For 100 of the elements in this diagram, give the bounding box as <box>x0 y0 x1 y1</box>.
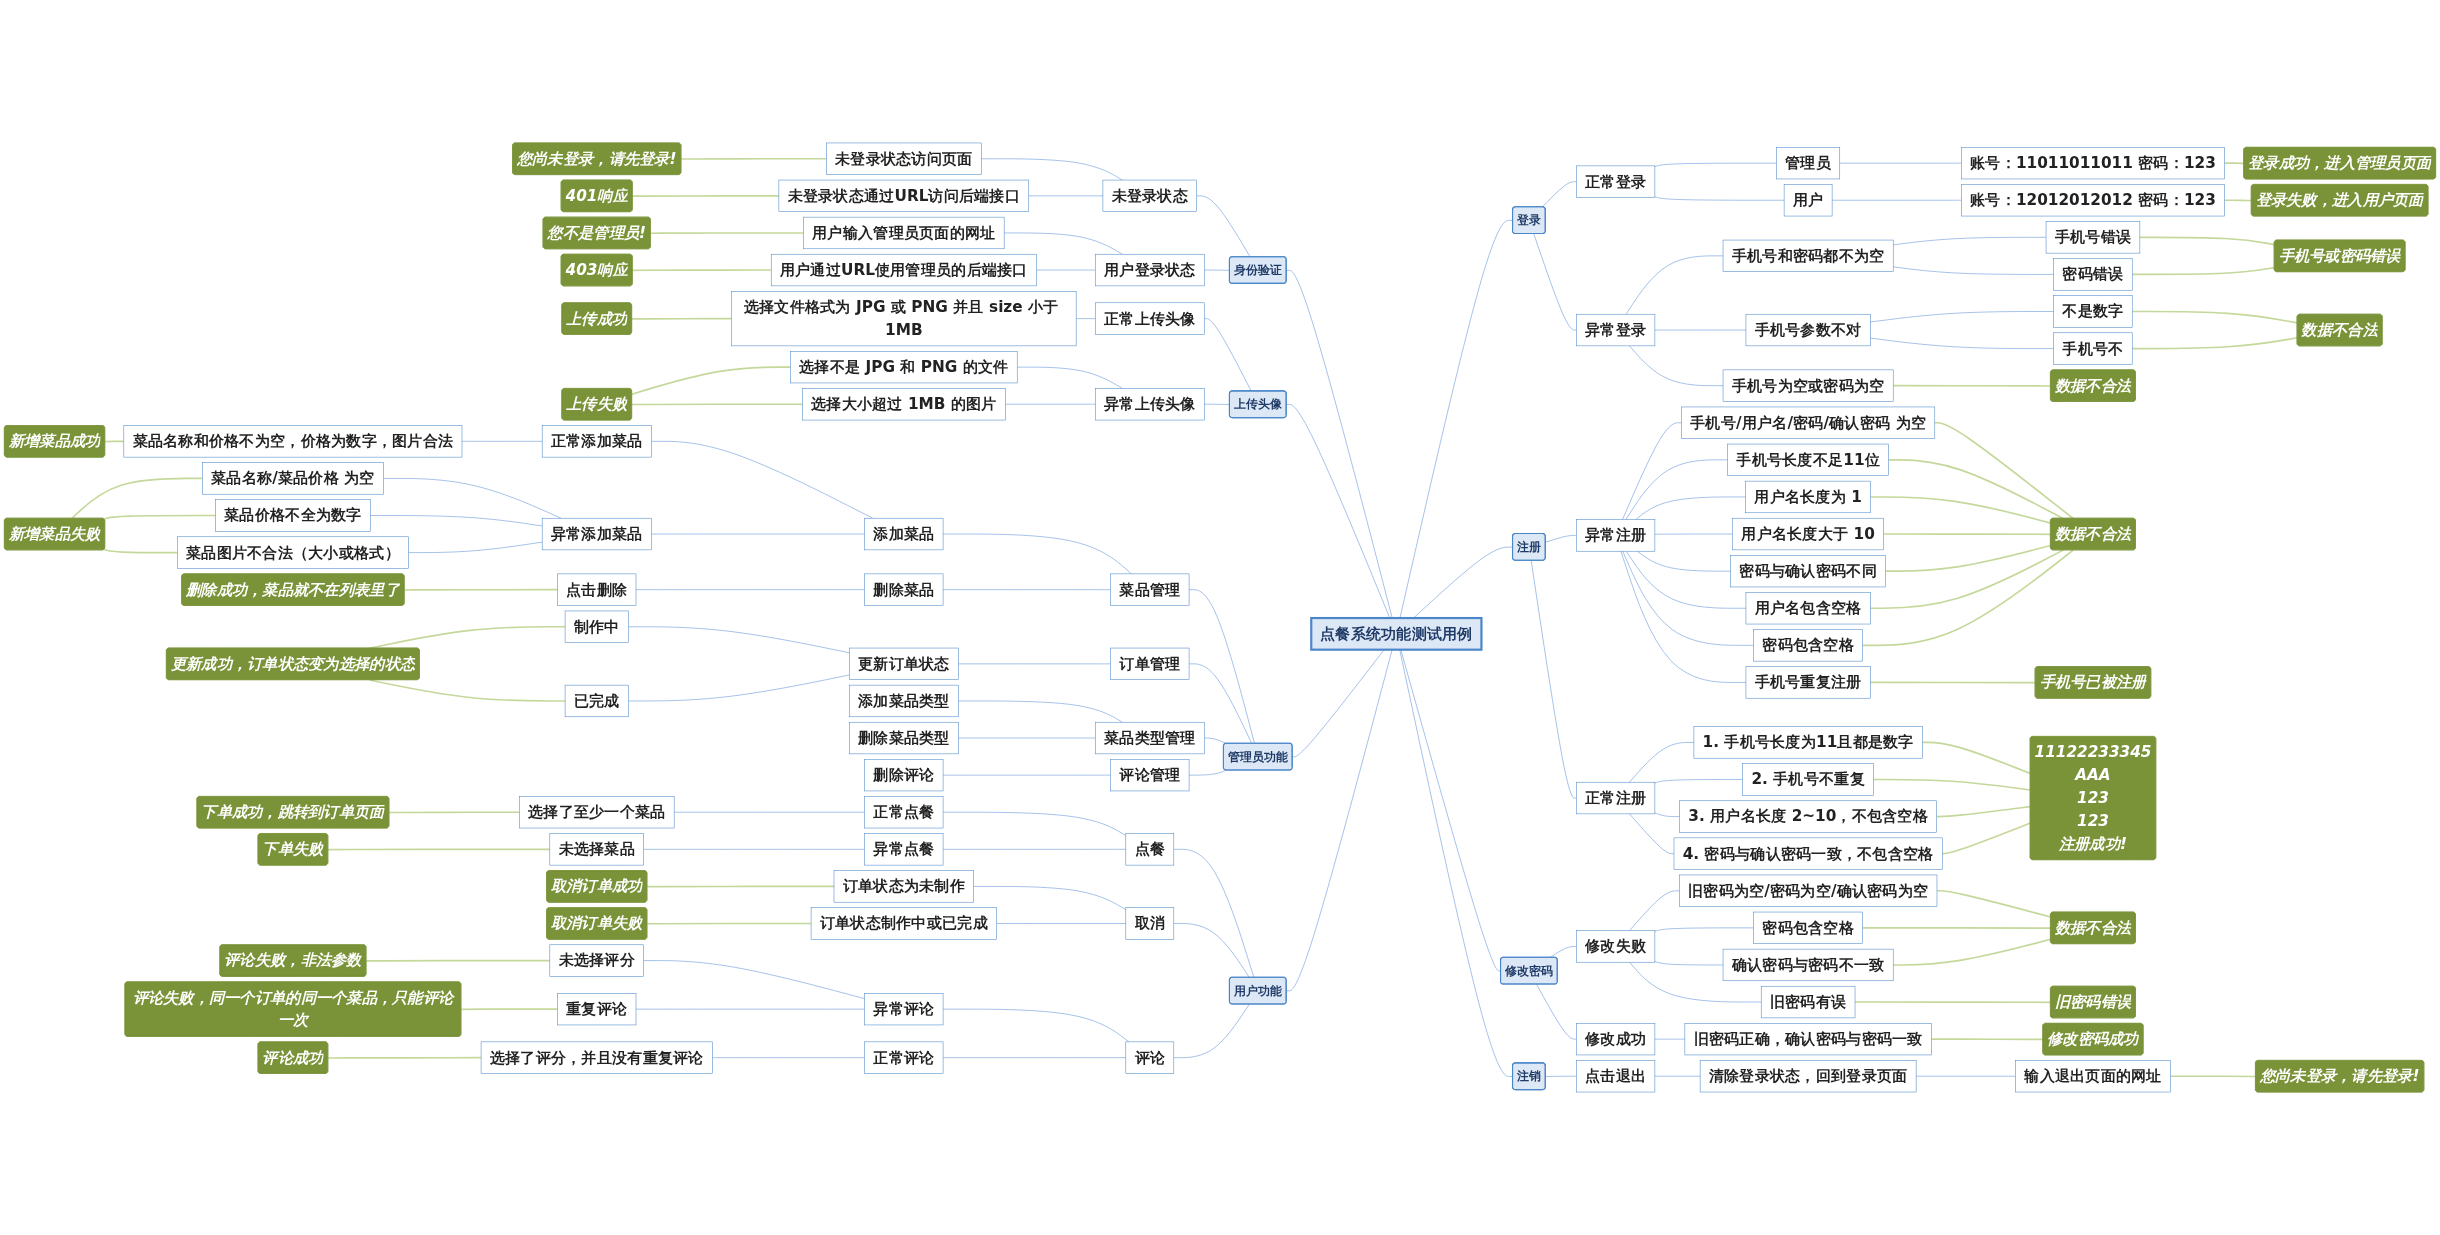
connector <box>71 477 204 520</box>
topic-box: 删除评论 <box>864 759 944 792</box>
connector <box>1854 1001 2052 1004</box>
result-box: 取消订单成功 <box>546 870 648 903</box>
connector <box>646 922 812 925</box>
connector <box>1654 961 1724 966</box>
topic-box: 账号：11011011011 密码：123 <box>1961 147 2225 180</box>
connector <box>1933 421 2074 520</box>
result-box: 评论成功 <box>257 1041 329 1074</box>
connector <box>1935 805 2032 818</box>
branch-topic-box: 上传头像 <box>1228 390 1287 419</box>
connector <box>1870 311 2054 323</box>
connector <box>646 885 835 888</box>
connector <box>1545 1075 1577 1077</box>
topic-box: 删除菜品 <box>864 573 944 606</box>
topic-box: 菜品图片不合法（大小或格式） <box>177 536 409 569</box>
topic-box: 用户通过URL使用管理员的后端接口 <box>770 253 1037 287</box>
connector <box>2131 310 2299 324</box>
topic-box: 未登录状态通过URL访问后端接口 <box>778 179 1030 212</box>
connector <box>1188 663 1253 744</box>
connector <box>1075 318 1096 319</box>
connector <box>1892 384 2052 387</box>
topic-box: 手机号/用户名/密码/确认密码 为空 <box>1681 406 1936 439</box>
topic-box: 菜品价格不全为数字 <box>215 499 371 532</box>
topic-box: 密码与确认密码不同 <box>1730 555 1886 588</box>
topic-box: 正常评论 <box>864 1041 944 1074</box>
connector <box>996 923 1127 924</box>
connector <box>1204 403 1230 405</box>
connector <box>388 811 521 814</box>
topic-box: 用户 <box>1783 184 1833 217</box>
connector <box>365 959 551 962</box>
topic-box: 正常添加菜品 <box>541 425 652 458</box>
result-box: 新增菜品失败 <box>4 517 105 551</box>
connector <box>973 886 1127 910</box>
connector <box>1204 269 1230 271</box>
connector <box>1869 496 2052 524</box>
topic-box: 输入退出页面的网址 <box>2015 1060 2171 1093</box>
connector <box>1036 269 1096 271</box>
connector <box>408 541 543 553</box>
connector <box>403 588 559 591</box>
connector <box>368 679 566 702</box>
connector <box>1861 927 2052 929</box>
branch-topic-box: 管理员功能 <box>1222 742 1293 771</box>
connector <box>1869 549 2064 610</box>
topic-box: 手机号为空或密码为空 <box>1722 369 1894 402</box>
connector <box>1861 549 2074 647</box>
connector <box>1286 649 1393 992</box>
connector <box>958 700 1123 723</box>
result-box: 旧密码错误 <box>2050 985 2136 1019</box>
branch-topic-box: 登录 <box>1512 206 1546 235</box>
connector <box>1545 535 1577 543</box>
connector <box>1629 345 1724 386</box>
result-box: 上传成功 <box>561 302 632 335</box>
topic-box: 订单状态制作中或已完成 <box>810 907 997 940</box>
connector <box>1530 560 1577 799</box>
connector <box>1654 1038 1686 1040</box>
topic-box: 修改失败 <box>1576 930 1656 963</box>
connector <box>942 589 1111 590</box>
connector <box>1188 589 1255 744</box>
connector <box>1887 459 2064 520</box>
connector <box>1629 890 1680 931</box>
connector <box>1629 961 1762 1003</box>
connector <box>1625 550 1747 609</box>
topic-box: 点击退出 <box>1576 1060 1656 1093</box>
connector <box>712 1057 865 1058</box>
connector <box>103 548 179 554</box>
connector <box>461 441 543 442</box>
connector <box>383 478 562 519</box>
topic-box: 异常上传头像 <box>1095 388 1205 421</box>
topic-box: 1. 手机号长度为11且都是数字 <box>1693 726 1923 759</box>
topic-box: 密码错误 <box>2053 258 2133 291</box>
topic-box: 已完成 <box>564 684 629 718</box>
topic-box: 重复评论 <box>557 993 637 1026</box>
connector <box>1654 779 1743 784</box>
connector <box>942 849 1127 850</box>
connector <box>1549 946 1577 958</box>
connector <box>103 514 217 520</box>
connector <box>942 1008 1130 1043</box>
topic-box: 取消 <box>1125 907 1175 940</box>
result-box: 数据不合法 <box>2296 313 2383 347</box>
connector <box>958 663 1111 665</box>
topic-box: 正常上传头像 <box>1095 302 1205 335</box>
branch-topic-box: 身份验证 <box>1228 256 1287 284</box>
connector <box>635 1008 865 1010</box>
topic-box: 菜品管理 <box>1110 573 1190 606</box>
connector <box>327 848 551 851</box>
topic-box: 选择大小超过 1MB 的图片 <box>802 388 1006 421</box>
connector <box>643 849 865 850</box>
topic-box: 手机号长度不足11位 <box>1727 443 1889 476</box>
connector <box>631 195 780 197</box>
connector <box>1016 366 1123 389</box>
result-box: 取消订单失败 <box>546 907 648 940</box>
topic-box: 评论 <box>1125 1041 1175 1074</box>
topic-box: 更新订单状态 <box>849 647 959 680</box>
topic-box: 旧密码有误 <box>1760 985 1856 1019</box>
topic-box: 点餐 <box>1125 833 1175 866</box>
connector <box>1286 270 1393 619</box>
branch-topic-box: 修改密码 <box>1500 956 1558 985</box>
connector <box>2131 266 2276 276</box>
result-box: 403响应 <box>560 253 633 287</box>
